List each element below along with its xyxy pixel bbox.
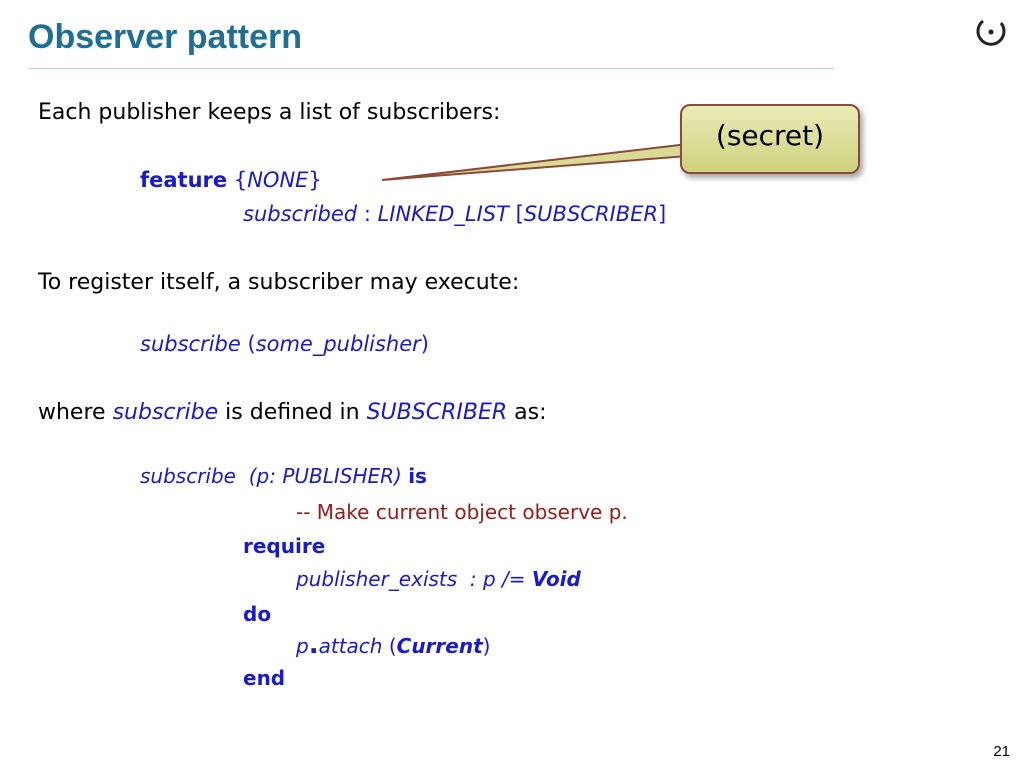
subscribed-attr: subscribed	[243, 202, 358, 226]
routine-comment: -- Make current object observe p.	[296, 500, 628, 524]
void-keyword: Void	[531, 567, 581, 591]
none-class: NONE	[247, 168, 309, 192]
page-number: 21	[993, 743, 1010, 760]
attach-call: p.attach (Current)	[296, 630, 490, 660]
routine-params: (p: PUBLISHER)	[248, 464, 402, 488]
text-line-3: where subscribe is defined in SUBSCRIBER…	[38, 400, 547, 425]
text-line-2: To register itself, a subscriber may exe…	[38, 270, 520, 295]
call-name: subscribe	[140, 332, 241, 356]
dot: .	[308, 630, 319, 660]
is-keyword: is	[408, 464, 427, 488]
colon: :	[363, 202, 371, 226]
bracket-open: [	[515, 202, 524, 226]
assertion-expression: : p /=	[469, 567, 526, 591]
subscriber-type: SUBSCRIBER	[523, 202, 658, 226]
title-rule	[28, 68, 834, 69]
defined-in-text: is defined in	[225, 400, 360, 425]
bracket-close: ]	[658, 202, 667, 226]
text-line-1: Each publisher keeps a list of subscribe…	[38, 100, 501, 125]
brace-close: }	[308, 168, 322, 192]
target-p: p	[296, 634, 309, 658]
call-argument: some_publisher	[255, 332, 421, 356]
eth-logo-icon	[976, 19, 1006, 46]
require-keyword: require	[243, 534, 326, 558]
where-subscriber: SUBSCRIBER	[366, 400, 508, 425]
subscribed-declaration: subscribed : LINKED_LIST [SUBSCRIBER]	[243, 202, 666, 226]
where-text: where	[38, 400, 106, 425]
routine-name: subscribe	[140, 464, 236, 488]
current-keyword: Current	[396, 634, 483, 658]
routine-header: subscribe (p: PUBLISHER) is	[140, 464, 427, 488]
attach-feature: attach	[318, 634, 383, 658]
assertion-tag: publisher_exists	[296, 567, 458, 591]
do-keyword: do	[243, 602, 272, 626]
brace-open: {	[233, 168, 248, 192]
subscribe-call: subscribe (some_publisher)	[140, 332, 429, 356]
precondition: publisher_exists : p /= Void	[296, 567, 581, 591]
paren-close: )	[420, 332, 429, 356]
slide-title: Observer pattern	[28, 18, 302, 56]
feature-clause: feature {NONE}	[140, 168, 322, 192]
secret-callout: (secret)	[680, 104, 860, 174]
paren-close: )	[482, 634, 491, 658]
callout-pointer	[381, 142, 689, 181]
callout-text: (secret)	[715, 119, 825, 152]
end-keyword: end	[243, 666, 286, 690]
paren-open: (	[247, 332, 256, 356]
feature-keyword: feature	[140, 168, 228, 192]
linked-list-type: LINKED_LIST	[377, 202, 509, 226]
where-subscribe: subscribe	[112, 400, 219, 425]
as-text: as:	[514, 400, 547, 425]
paren-open: (	[388, 634, 397, 658]
